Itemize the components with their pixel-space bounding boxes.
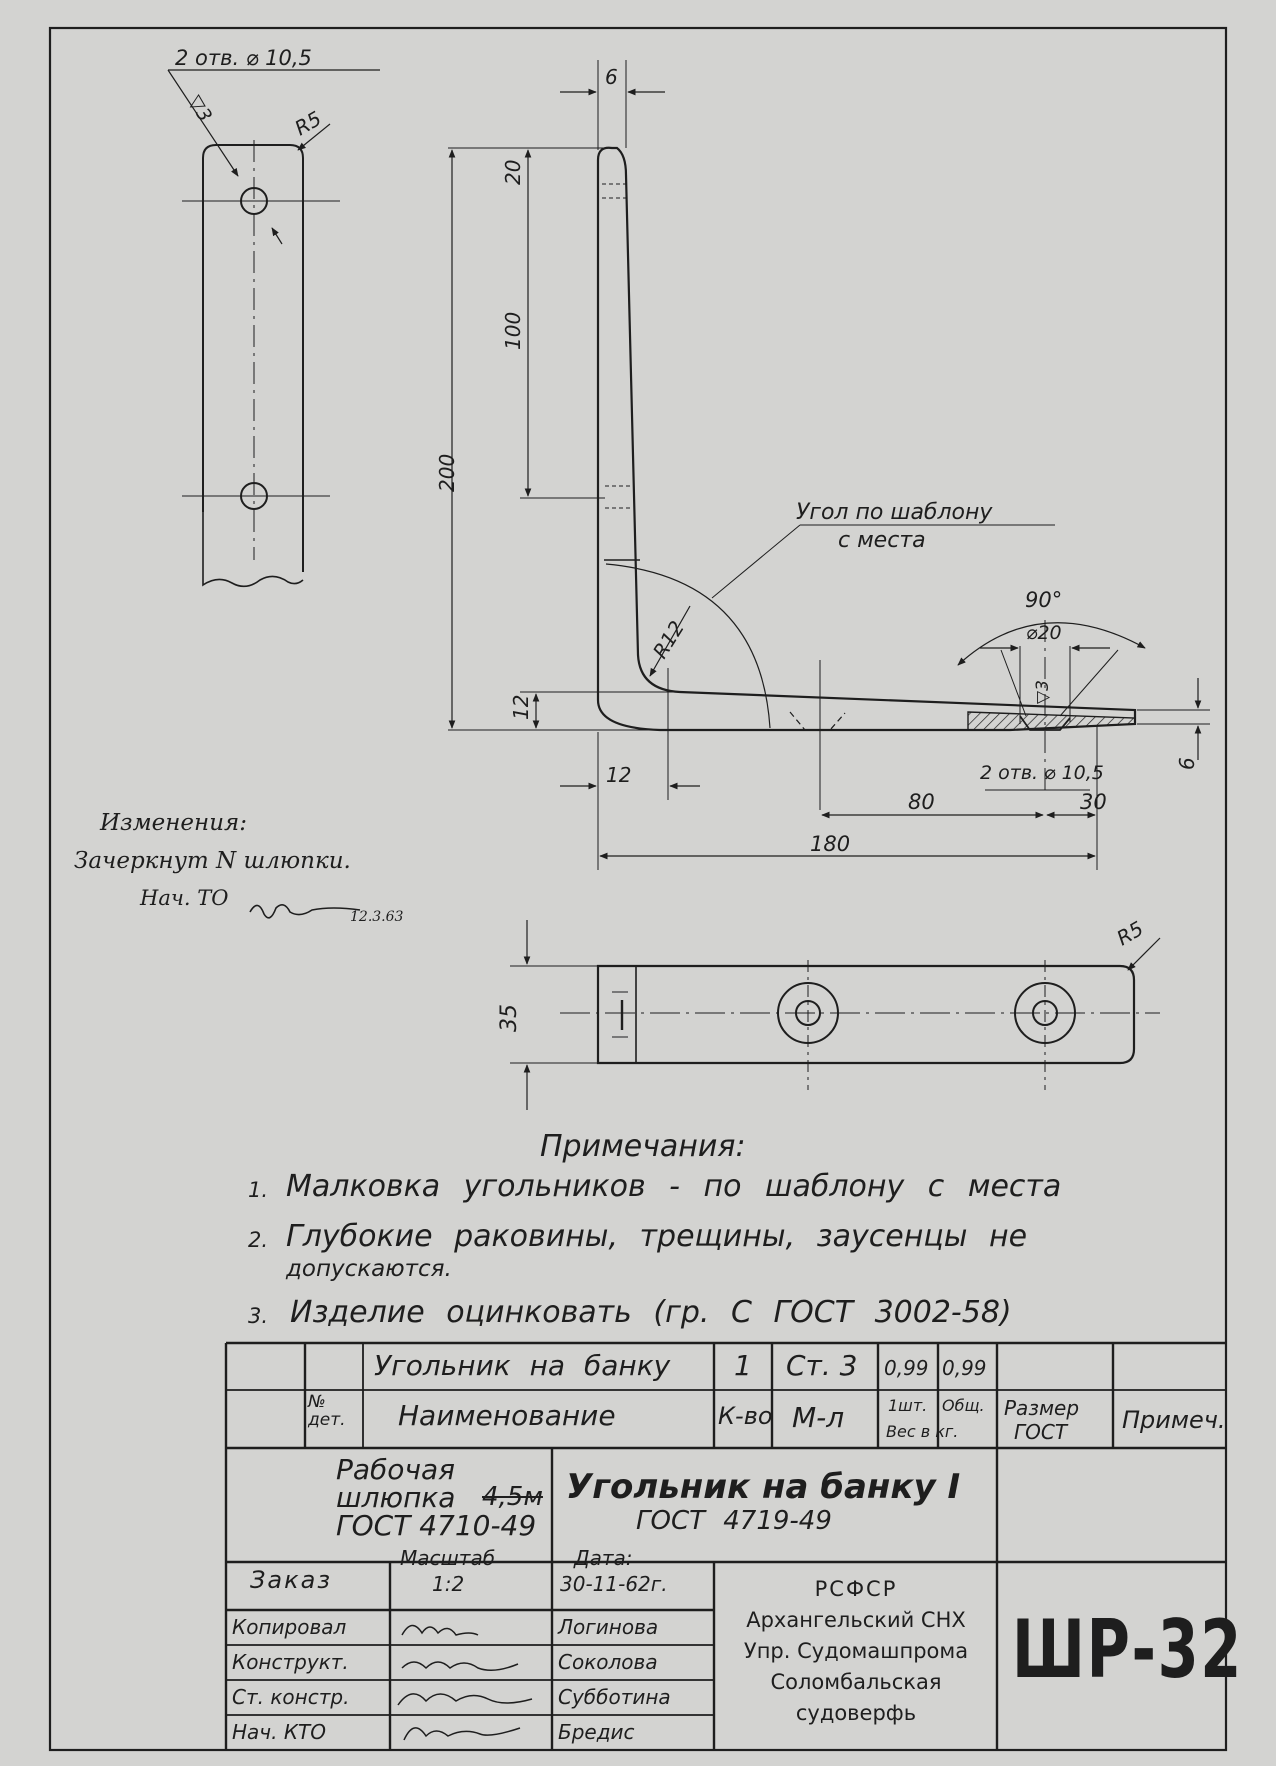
tb-name-senior: Субботина [558,1685,671,1709]
note-1-text: Малковка угольников - по шаблону с места [286,1169,1062,1204]
tb-hdr-size-line1: Размер [1004,1396,1080,1420]
sheet-frame [48,26,1228,1752]
dim-6-top: 6 [605,65,618,89]
note-3-num: 3. [248,1304,269,1328]
tb-hdr-note: Примеч. [1122,1406,1226,1434]
signature-copied [401,1624,479,1636]
tb-name-head: Бредис [558,1720,635,1744]
tb-hdr-size-line2: ГОСТ [1014,1420,1068,1444]
notes-title: Примечания: [540,1129,746,1164]
tb-name-constructor: Соколова [558,1650,658,1674]
dim-100: 100 [501,312,525,350]
changes-title: Изменения: [100,810,247,836]
signature-senior [397,1693,533,1706]
tb-org-line1: РСФСР [814,1577,898,1601]
signature-head [403,1727,521,1741]
tb-part-weight-unit: 0,99 [884,1356,929,1380]
tb-drawing-title: Угольник на банку I [566,1467,961,1507]
dim-35: 35 [497,1004,522,1032]
angle-note-line2: с места [838,528,926,553]
tb-scale-value: 1:2 [432,1572,465,1596]
tb-org-line3: Упр. Судомашпрома [743,1639,969,1663]
tb-role-head: Нач. КТО [232,1720,326,1744]
tb-part-weight-total: 0,99 [942,1356,987,1380]
tb-date-value: 30-11-62г. [560,1572,668,1596]
changes-line1: Зачеркнут N шлюпки. [74,848,351,874]
dim-80: 80 [908,790,935,814]
tb-hdr-weight-caption: Вес в кг. [886,1422,959,1441]
signature-constructor [401,1661,519,1671]
side-holes-label: 2 отв. ⌀ 10,5 [980,762,1104,784]
tb-role-constructor: Конструкт. [232,1650,349,1674]
top-left-view [167,69,380,588]
dim-12-vertical: 12 [509,695,533,720]
note-3-text: Изделие оцинковать (гр. С ГОСТ 3002-58) [290,1295,1012,1330]
tb-org-block: РСФСР Архангельский СНХ Упр. Судомашпром… [716,1574,996,1729]
radius-r5-bottom: R5 [1113,916,1148,950]
tb-hdr-name: Наименование [398,1399,616,1432]
note-2-num: 2. [248,1228,269,1252]
dim-20: 20 [501,160,525,185]
signature-changes [249,904,361,919]
tb-drawing-number: ШР-32 [1012,1603,1244,1696]
angle-note-line1: Угол по шаблону [796,500,993,525]
changes-date: 12.3.63 [350,909,404,925]
dim-200: 200 [435,454,459,492]
dim-180: 180 [810,832,851,856]
top-holes-label: 2 отв. ⌀ 10,5 [175,46,312,70]
tb-scale-label: Масштаб [400,1546,496,1570]
tb-hdr-weight-total: Общ. [942,1396,985,1415]
note-1-num: 1. [248,1178,269,1202]
changes-line2: Нач. ТО [140,886,229,910]
title-block-grid [224,1341,1226,1750]
tb-order-label: Заказ [250,1566,333,1594]
bottom-view [510,920,1161,1110]
diameter-20-label: ⌀20 [1026,622,1062,644]
tb-product-line2: шлюпка [336,1481,456,1514]
tb-date-label: Дата: [574,1546,633,1570]
dim-12-horizontal: 12 [606,763,631,787]
tb-role-senior: Ст. констр. [232,1685,350,1709]
tb-part-name: Угольник на банку [374,1349,671,1382]
tb-role-copied: Копировал [232,1615,347,1639]
radius-r5-top: R5 [291,106,326,140]
tb-org-line4: Соломбальская [770,1670,942,1694]
angle-90-label: 90° [1025,588,1063,612]
tb-name-copied: Логинова [558,1615,659,1639]
tb-hdr-weight-unit: 1шт. [888,1396,928,1415]
chamfer-top: ▽3 [184,92,216,126]
side-view [448,60,1210,870]
note-2-text: Глубокие раковины, трещины, заусенцы не [286,1219,1028,1254]
tb-product-crossed: 4,5м [482,1482,543,1512]
dim-30: 30 [1080,790,1107,814]
tb-org-line5: судоверфь [795,1701,917,1725]
tb-part-qty: 1 [734,1349,752,1382]
tb-drawing-gost: ГОСТ 4719-49 [636,1506,832,1536]
radius-r12: R12 [648,617,689,663]
tb-product-line3: ГОСТ 4710-49 [336,1509,537,1542]
tb-product-line1: Рабочая [336,1453,455,1486]
tb-hdr-qty: К-во [718,1402,773,1430]
tb-hdr-material: М-л [792,1401,845,1434]
chamfer-side: ▽3 [1033,680,1053,704]
tb-hdr-det-no: № дет. [308,1392,346,1430]
tb-part-material: Ст. 3 [786,1349,858,1382]
note-2-text-cont: допускаются. [286,1256,452,1282]
dim-6-right: 6 [1175,757,1199,770]
tb-org-line2: Архангельский СНХ [746,1608,966,1632]
